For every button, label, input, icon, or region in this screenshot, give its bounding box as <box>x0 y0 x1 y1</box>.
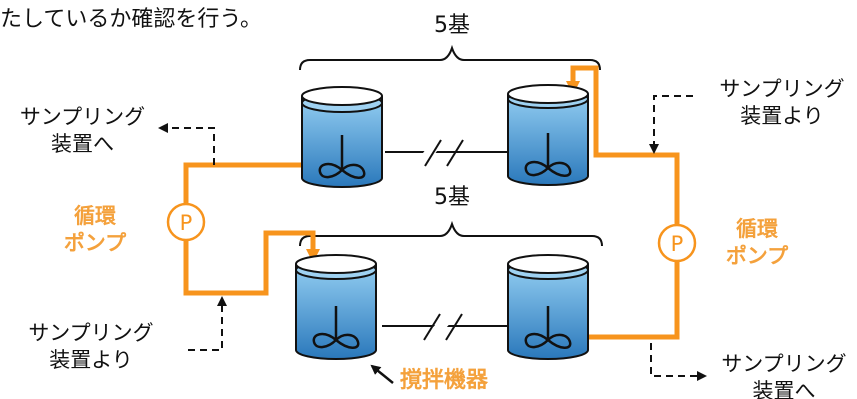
label-line: ポンプ <box>725 244 789 268</box>
tank-lower-right <box>507 254 589 360</box>
pump-left-symbol: P <box>180 211 193 235</box>
label-from-sampling-right: サンプリング 装置より <box>712 76 852 130</box>
label-line: 循環 <box>74 204 116 228</box>
lower-tank-link <box>382 310 512 342</box>
lower-brace <box>299 220 603 247</box>
pipe-left-outlet <box>183 162 320 296</box>
tank-lower-left <box>295 254 377 360</box>
sampling-line-to-left <box>158 123 215 165</box>
upper-tank-link <box>385 137 512 167</box>
header-text: たしているか確認を行う。 <box>0 7 262 32</box>
stirrer-icon <box>312 306 360 349</box>
pipe-right-loop <box>545 65 680 340</box>
pump-right-symbol: P <box>671 232 684 256</box>
label-line: ポンプ <box>63 231 127 255</box>
sampling-line-from-right <box>649 95 693 154</box>
label-line: サンプリング <box>19 105 146 129</box>
label-line: 循環 <box>736 217 778 241</box>
stirrer-icon <box>524 133 572 177</box>
label-line: 装置へ <box>51 132 114 156</box>
label-line: サンプリング <box>721 352 847 376</box>
label-line: サンプリング <box>28 321 154 345</box>
label-line: サンプリング <box>719 77 845 101</box>
stirrer-icon <box>318 135 366 179</box>
pump-right: P <box>657 223 697 263</box>
label-line: 装置より <box>740 104 824 128</box>
label-pump-left: 循環 ポンプ <box>50 203 140 257</box>
label-line: 装置より <box>49 348 133 372</box>
label-line: 装置へ <box>752 379 816 399</box>
stirrer-icon <box>524 306 572 349</box>
pump-icon <box>166 202 206 242</box>
lower-count-label: 5基 <box>434 185 470 210</box>
upper-brace <box>299 44 601 71</box>
sampling-line-from-left <box>188 296 227 351</box>
tank-upper-right <box>507 84 589 186</box>
tank-upper-left <box>301 86 383 188</box>
label-to-sampling-left: サンプリング 装置へ <box>10 104 155 158</box>
label-to-sampling-right: サンプリング 装置へ <box>714 351 854 399</box>
label-stirrer: 撹拌機器 <box>400 368 489 393</box>
sampling-line-to-right <box>650 343 707 381</box>
label-from-sampling-left: サンプリング 装置より <box>16 320 166 374</box>
pump-left: P <box>166 202 206 242</box>
upper-count-label: 5基 <box>434 13 470 38</box>
pump-icon <box>657 223 697 263</box>
label-pump-right: 循環 ポンプ <box>712 216 802 270</box>
stirrer-arrow-icon <box>370 364 394 384</box>
